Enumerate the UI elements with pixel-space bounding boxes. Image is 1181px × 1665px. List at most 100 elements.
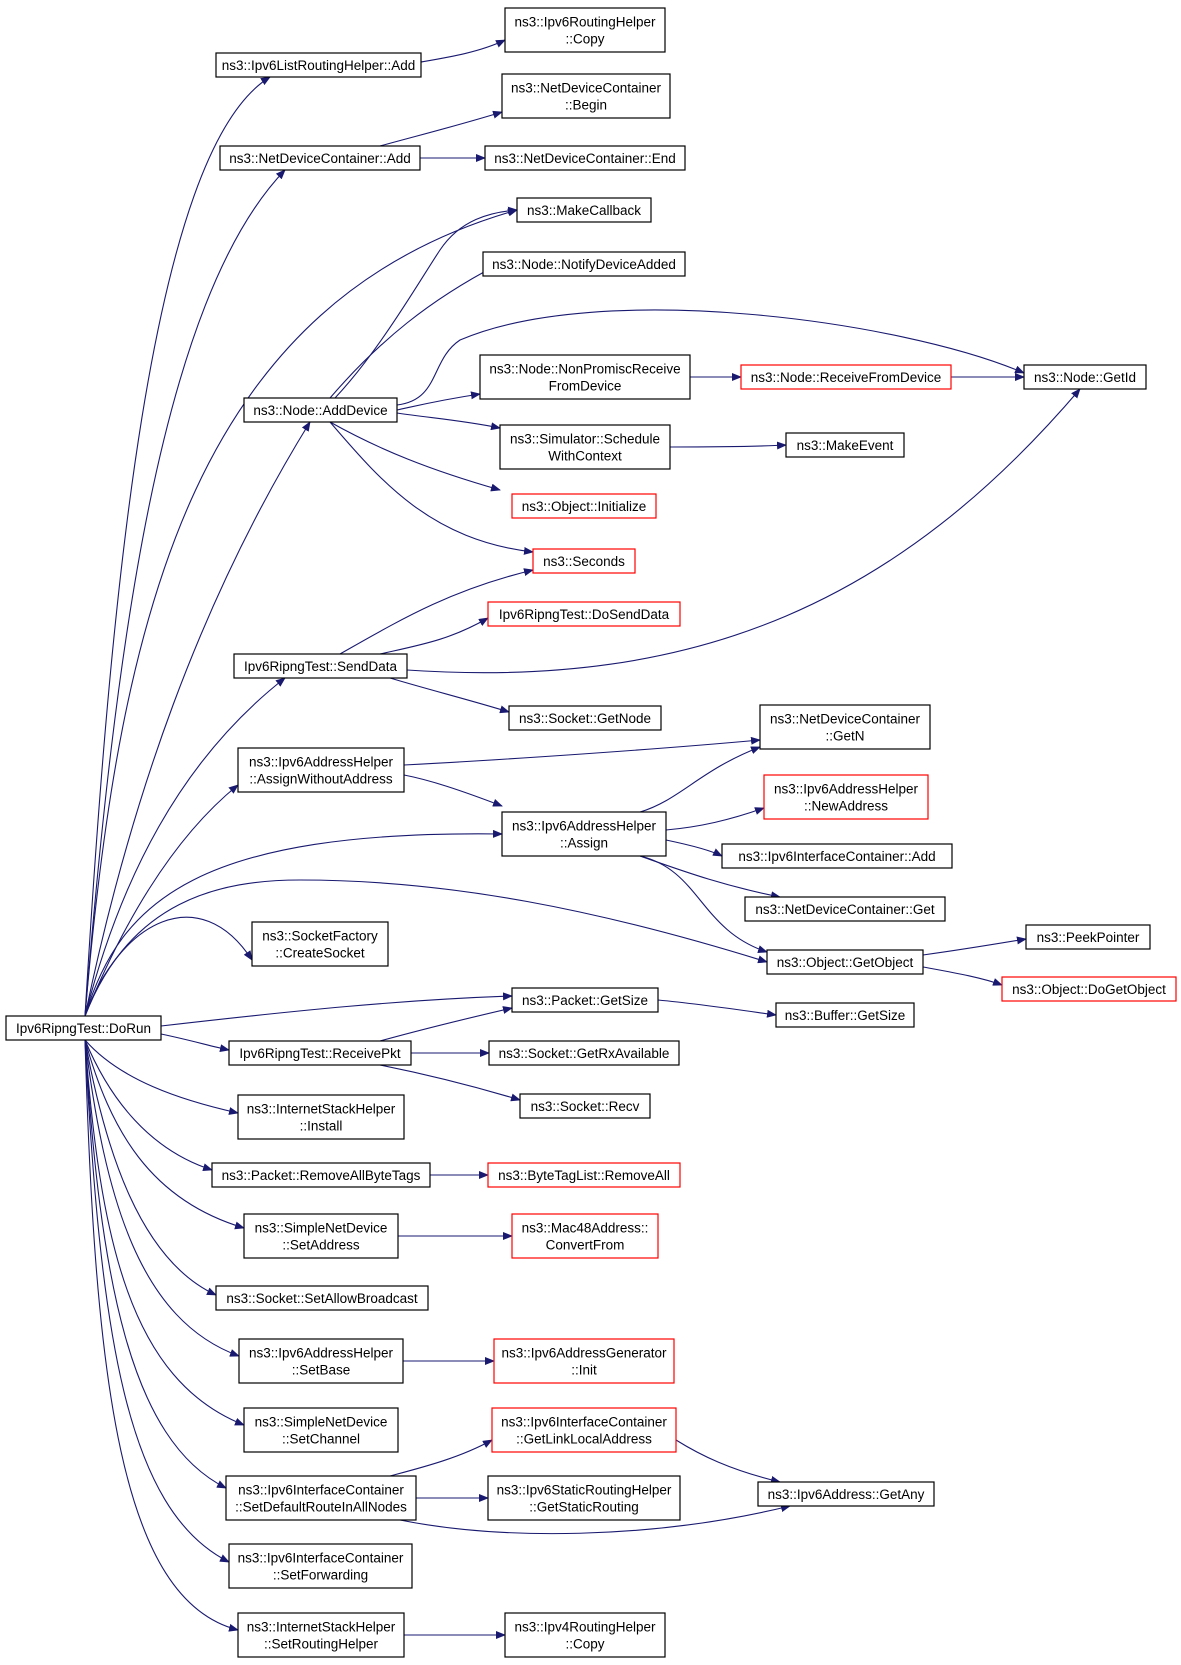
node-setBase[interactable]: ns3::Ipv6AddressHelper::SetBase — [238, 1338, 404, 1384]
node-label: ns3::Ipv6AddressHelper — [774, 782, 919, 797]
call-edge — [922, 936, 1027, 956]
node-peek[interactable]: ns3::PeekPointer — [1025, 924, 1151, 950]
call-edge — [160, 992, 513, 1027]
node-label: ns3::Ipv6InterfaceContainer — [501, 1415, 667, 1430]
call-edge — [379, 1006, 513, 1042]
node-ndcGet[interactable]: ns3::NetDeviceContainer::Get — [744, 896, 946, 922]
node-box — [511, 493, 657, 519]
node-label: ns3::NetDeviceContainer::Add — [229, 151, 411, 166]
node-setDefRoute[interactable]: ns3::Ipv6InterfaceContainer::SetDefaultR… — [225, 1475, 417, 1521]
node-recvPkt[interactable]: Ipv6RipngTest::ReceivePkt — [228, 1040, 412, 1066]
node-setChannel[interactable]: ns3::SimpleNetDevice::SetChannel — [243, 1407, 399, 1453]
node-sockRecv[interactable]: ns3::Socket::Recv — [519, 1093, 651, 1119]
node-pktSize[interactable]: ns3::Packet::GetSize — [511, 987, 659, 1013]
node-sendData[interactable]: Ipv6RipngTest::SendData — [233, 653, 408, 679]
node-makeEvent[interactable]: ns3::MakeEvent — [785, 432, 905, 458]
call-edge — [84, 421, 311, 1017]
node-allowBcast[interactable]: ns3::Socket::SetAllowBroadcast — [215, 1285, 429, 1311]
call-edge — [675, 1439, 781, 1484]
node-initialize[interactable]: ns3::Object::Initialize — [511, 493, 657, 519]
node-box — [243, 1213, 399, 1259]
node-listAdd[interactable]: ns3::Ipv6ListRoutingHelper::Add — [215, 52, 422, 78]
node-removeTags[interactable]: ns3::Packet::RemoveAllByteTags — [211, 1162, 431, 1188]
node-label: ns3::SocketFactory — [262, 929, 378, 944]
node-box — [487, 1162, 681, 1188]
node-label: ::NewAddress — [804, 799, 888, 814]
node-rxAvail[interactable]: ns3::Socket::GetRxAvailable — [488, 1040, 680, 1066]
node-bufSize[interactable]: ns3::Buffer::GetSize — [775, 1002, 915, 1028]
node-makeCb[interactable]: ns3::MakeCallback — [516, 197, 652, 223]
node-getLinkLocal[interactable]: ns3::Ipv6InterfaceContainer::GetLinkLoca… — [491, 1407, 677, 1453]
node-createSocket[interactable]: ns3::SocketFactory::CreateSocket — [251, 921, 389, 967]
node-root[interactable]: Ipv6RipngTest::DoRun — [5, 1015, 162, 1041]
node-box — [215, 52, 422, 78]
node-getNode[interactable]: ns3::Socket::GetNode — [508, 705, 662, 731]
node-doSend[interactable]: Ipv6RipngTest::DoSendData — [487, 601, 681, 627]
node-convertFrom[interactable]: ns3::Mac48Address::ConvertFrom — [511, 1213, 659, 1259]
node-box — [721, 843, 953, 869]
node-box — [501, 73, 671, 119]
node-getStatic[interactable]: ns3::Ipv6StaticRoutingHelper::GetStaticR… — [487, 1475, 681, 1521]
call-edge — [669, 441, 787, 450]
node-removeAll[interactable]: ns3::ByteTagList::RemoveAll — [487, 1162, 681, 1188]
node-getObject[interactable]: ns3::Object::GetObject — [766, 949, 924, 975]
call-edge — [84, 1039, 213, 1172]
node-setFwd[interactable]: ns3::Ipv6InterfaceContainer::SetForwardi… — [228, 1543, 413, 1589]
node-box — [488, 1040, 680, 1066]
node-label: ns3::SimpleNetDevice — [255, 1415, 388, 1430]
node-label: ::SetAddress — [282, 1238, 360, 1253]
node-box — [5, 1015, 162, 1041]
node-install[interactable]: ns3::InternetStackHelper::Install — [237, 1094, 405, 1140]
node-label: ns3::Node::NotifyDeviceAdded — [492, 257, 676, 272]
node-v4Copy[interactable]: ns3::Ipv4RoutingHelper::Copy — [504, 1612, 666, 1658]
node-label: ns3::NetDeviceContainer::End — [494, 151, 676, 166]
node-box — [504, 1612, 666, 1658]
node-assign[interactable]: ns3::Ipv6AddressHelper::Assign — [501, 811, 667, 857]
node-label: ns3::Ipv6AddressHelper — [249, 755, 394, 770]
node-getAny[interactable]: ns3::Ipv6Address::GetAny — [757, 1481, 935, 1507]
node-ndcEnd[interactable]: ns3::NetDeviceContainer::End — [484, 145, 686, 171]
node-ndcBegin[interactable]: ns3::NetDeviceContainer::Begin — [501, 73, 671, 119]
node-label: ::SetRoutingHelper — [264, 1637, 379, 1652]
node-label: ns3::ByteTagList::RemoveAll — [498, 1168, 670, 1183]
node-setAddr[interactable]: ns3::SimpleNetDevice::SetAddress — [243, 1213, 399, 1259]
node-label: ns3::NetDeviceContainer — [511, 81, 662, 96]
call-edge — [84, 208, 518, 1017]
node-label: ns3::Ipv6AddressHelper — [249, 1346, 394, 1361]
node-label: Ipv6RipngTest::DoSendData — [499, 607, 670, 622]
node-doGetObject[interactable]: ns3::Object::DoGetObject — [1001, 976, 1177, 1002]
node-label: ::GetStaticRouting — [529, 1500, 639, 1515]
call-edge — [665, 839, 723, 857]
node-icAdd[interactable]: ns3::Ipv6InterfaceContainer::Add — [721, 843, 953, 869]
node-getId[interactable]: ns3::Node::GetId — [1023, 364, 1147, 390]
node-box — [487, 1475, 681, 1521]
node-label: ns3::Ipv6InterfaceContainer — [238, 1483, 404, 1498]
node-setRouting[interactable]: ns3::InternetStackHelper::SetRoutingHelp… — [237, 1612, 405, 1658]
node-label: ::SetDefaultRouteInAllNodes — [235, 1500, 407, 1515]
node-newAddr[interactable]: ns3::Ipv6AddressHelper::NewAddress — [763, 774, 929, 820]
node-label: ns3::Packet::GetSize — [522, 993, 648, 1008]
node-box — [532, 548, 636, 574]
node-label: ns3::Ipv6RoutingHelper — [514, 15, 656, 30]
node-box — [225, 1475, 417, 1521]
node-label: ::SetForwarding — [273, 1568, 368, 1583]
node-addDevice[interactable]: ns3::Node::AddDevice — [243, 397, 398, 423]
node-label: ns3::Ipv6AddressGenerator — [501, 1346, 667, 1361]
node-rhCopy[interactable]: ns3::Ipv6RoutingHelper::Copy — [504, 7, 666, 53]
node-label: ns3::Socket::SetAllowBroadcast — [226, 1291, 418, 1306]
node-genInit[interactable]: ns3::Ipv6AddressGenerator::Init — [493, 1338, 675, 1384]
node-seconds[interactable]: ns3::Seconds — [532, 548, 636, 574]
node-label: FromDevice — [549, 379, 622, 394]
call-edge — [84, 1039, 240, 1357]
call-edge — [665, 807, 765, 831]
node-getN[interactable]: ns3::NetDeviceContainer::GetN — [759, 704, 931, 750]
node-notify[interactable]: ns3::Node::NotifyDeviceAdded — [482, 251, 686, 277]
node-assignWo[interactable]: ns3::Ipv6AddressHelper::AssignWithoutAdd… — [237, 747, 405, 793]
node-ndcAdd[interactable]: ns3::NetDeviceContainer::Add — [219, 145, 421, 171]
node-box — [511, 987, 659, 1013]
call-edge — [329, 264, 498, 399]
node-recvFrom[interactable]: ns3::Node::ReceiveFromDevice — [740, 364, 952, 390]
